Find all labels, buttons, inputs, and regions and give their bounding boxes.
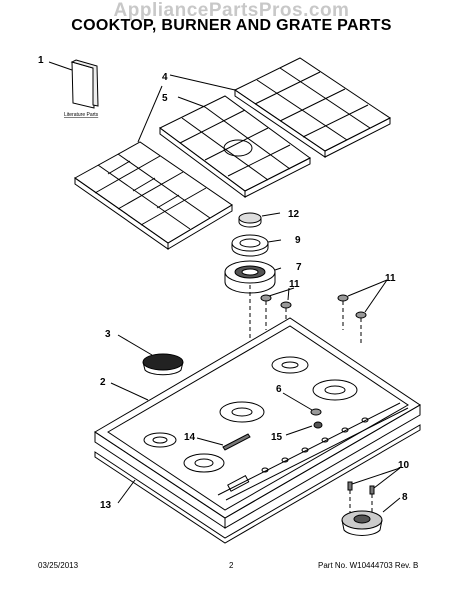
callout-4: 4 bbox=[162, 72, 168, 83]
leader-lines bbox=[48, 61, 401, 513]
grate-left bbox=[74, 141, 233, 250]
burner-head bbox=[231, 234, 269, 257]
gasket bbox=[94, 424, 421, 544]
callout-7: 7 bbox=[296, 262, 302, 273]
page-title: COOKTOP, BURNER AND GRATE PARTS bbox=[71, 17, 392, 34]
callout-14: 14 bbox=[184, 432, 196, 443]
callout-11-right: 11 bbox=[385, 273, 396, 284]
callout-11-left: 11 bbox=[289, 279, 300, 290]
callout-2: 2 bbox=[100, 377, 106, 388]
grate-middle bbox=[159, 95, 311, 198]
callout-9: 9 bbox=[295, 235, 301, 246]
grate-right bbox=[234, 57, 391, 158]
burner-cap bbox=[238, 212, 262, 228]
footer-part-number: Part No. W10444703 Rev. B bbox=[318, 561, 419, 570]
watermark: AppliancePartsPros.com bbox=[113, 0, 350, 21]
callout-8: 8 bbox=[402, 492, 408, 503]
callout-3: 3 bbox=[105, 329, 111, 340]
valve-parts bbox=[310, 408, 323, 429]
footer-date: 03/25/2013 bbox=[38, 561, 79, 570]
callout-10: 10 bbox=[398, 460, 410, 471]
cooktop bbox=[94, 317, 421, 529]
screws-10 bbox=[347, 481, 375, 495]
callout-13: 13 bbox=[100, 500, 112, 511]
callout-5: 5 bbox=[162, 93, 168, 104]
callout-12: 12 bbox=[288, 209, 300, 220]
callout-1: 1 bbox=[38, 55, 44, 66]
literature-parts-booklet: Literature Parts bbox=[64, 59, 99, 118]
spark-switch-harness bbox=[222, 433, 251, 451]
screws-11 bbox=[260, 294, 367, 319]
callout-15: 15 bbox=[271, 432, 283, 443]
spark-module bbox=[341, 510, 383, 536]
literature-parts-label: Literature Parts bbox=[64, 112, 99, 118]
burner-base bbox=[224, 260, 276, 294]
callout-6: 6 bbox=[276, 384, 282, 395]
burner-grommet bbox=[142, 353, 184, 376]
footer-page-number: 2 bbox=[229, 561, 234, 570]
